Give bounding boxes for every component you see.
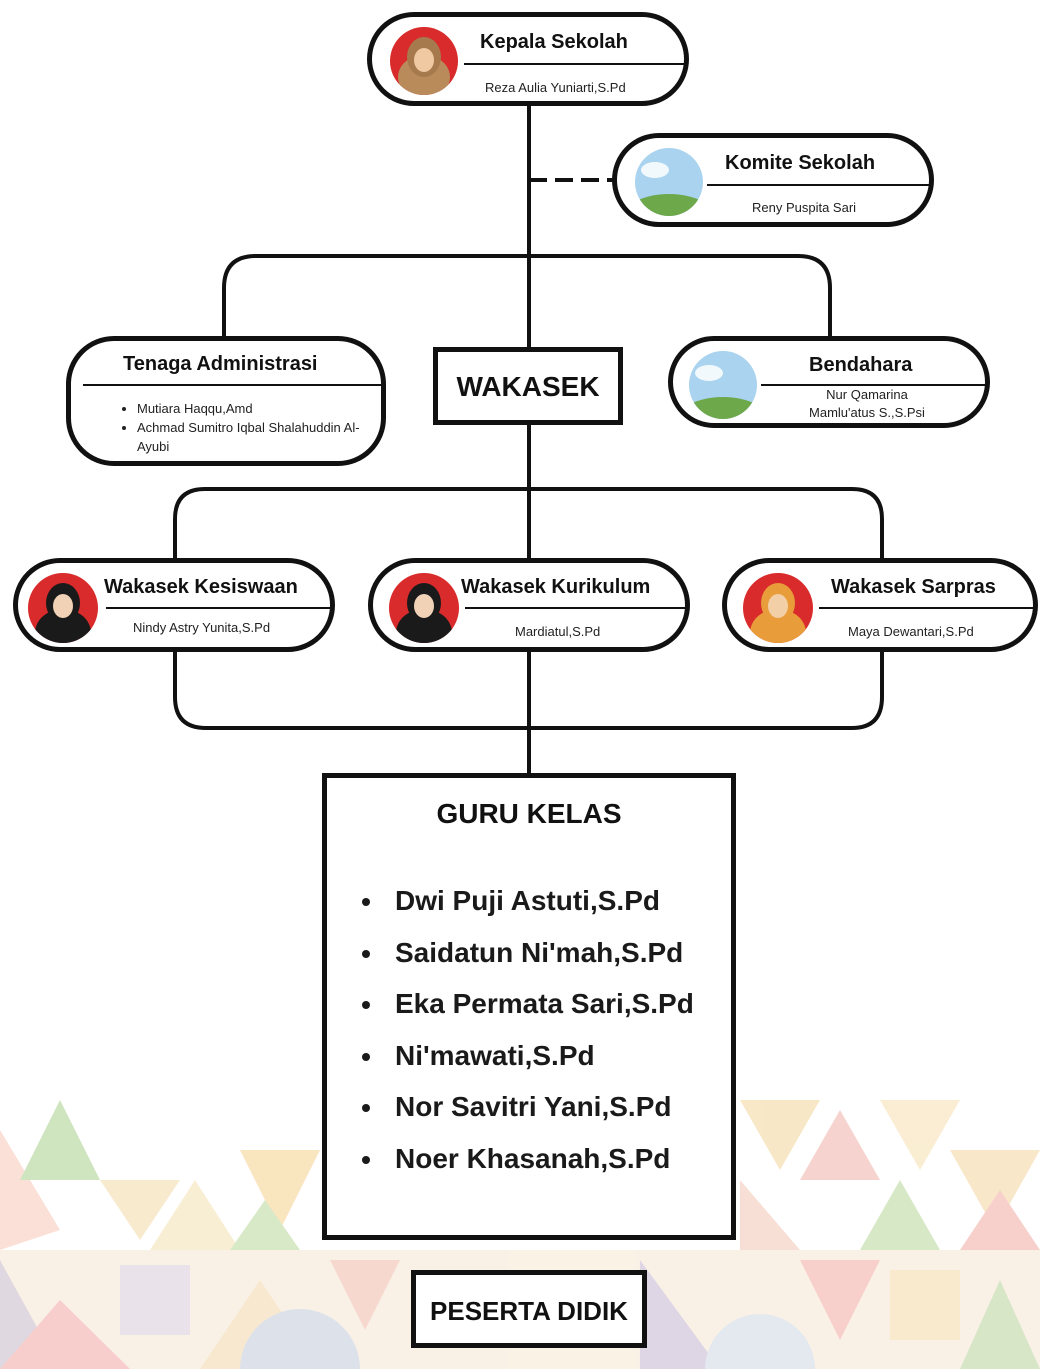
list-item: Achmad Sumitro Iqbal Shalahuddin Al-Ayub… [137,418,387,456]
bendahara-avatar [689,351,757,419]
admin-title: Tenaga Administrasi [123,353,318,375]
wakasek-title: WAKASEK [456,371,600,402]
komite-name: Reny Puspita Sari [752,200,857,215]
kesiswaan-divider [106,607,332,609]
kepala-avatar [390,27,458,95]
kurikulum-avatar [389,573,459,643]
bendahara-card: Bendahara Nur Qamarina Mamlu'atus S.,S.P… [668,336,990,428]
wakasek-box: WAKASEK [433,347,623,425]
kepala-title: Kepala Sekolah [480,31,628,53]
wakasek-kesiswaan-card: Wakasek Kesiswaan Nindy Astry Yunita,S.P… [13,558,335,652]
kurikulum-title: Wakasek Kurikulum [461,576,651,598]
kurikulum-divider [465,607,687,609]
kurikulum-name: Mardiatul,S.Pd [515,624,601,639]
sarpras-avatar [743,573,813,643]
kesiswaan-avatar [28,573,98,643]
admin-list: Mutiara Haqqu,Amd Achmad Sumitro Iqbal S… [119,399,387,456]
list-item: Saidatun Ni'mah,S.Pd [385,927,745,979]
person-hijab-tan-icon [390,27,458,95]
bendahara-name-line1: Nur Qamarina [826,387,908,402]
sarpras-title: Wakasek Sarpras [831,576,996,598]
peserta-didik-box: PESERTA DIDIK [411,1270,647,1348]
list-item: Ni'mawati,S.Pd [385,1030,745,1082]
landscape-placeholder-icon [689,351,757,419]
landscape-placeholder-icon [635,148,703,216]
guru-list: Dwi Puji Astuti,S.Pd Saidatun Ni'mah,S.P… [353,875,745,1184]
person-hijab-black-icon [389,573,459,643]
connector-upper-branch [222,254,832,336]
admin-divider [83,384,385,386]
guru-kelas-box: GURU KELAS Dwi Puji Astuti,S.Pd Saidatun… [322,773,736,1240]
tenaga-administrasi-card: Tenaga Administrasi Mutiara Haqqu,Amd Ac… [66,336,386,466]
wakasek-sarpras-card: Wakasek Sarpras Maya Dewantari,S.Pd [722,558,1038,652]
kepala-sekolah-card: Kepala Sekolah Reza Aulia Yuniarti,S.Pd [367,12,689,106]
kesiswaan-name: Nindy Astry Yunita,S.Pd [133,620,271,635]
list-item: Noer Khasanah,S.Pd [385,1133,745,1185]
komite-divider [707,184,929,186]
komite-sekolah-card: Komite Sekolah Reny Puspita Sari [612,133,934,227]
bendahara-name-line2: Mamlu'atus S.,S.Psi [809,405,925,420]
peserta-title: PESERTA DIDIK [430,1296,628,1326]
komite-title: Komite Sekolah [725,152,876,174]
sarpras-name: Maya Dewantari,S.Pd [848,624,974,639]
list-item: Nor Savitri Yani,S.Pd [385,1081,745,1133]
person-hijab-orange-icon [743,573,813,643]
komite-avatar [635,148,703,216]
kepala-name: Reza Aulia Yuniarti,S.Pd [485,80,626,95]
kesiswaan-title: Wakasek Kesiswaan [104,576,298,598]
sarpras-divider [819,607,1035,609]
bendahara-title: Bendahara [809,354,913,376]
list-item: Dwi Puji Astuti,S.Pd [385,875,745,927]
guru-title: GURU KELAS [436,798,622,829]
bendahara-divider [761,384,985,386]
person-hijab-black-icon [28,573,98,643]
list-item: Mutiara Haqqu,Amd [137,399,387,418]
kepala-divider [464,63,684,65]
list-item: Eka Permata Sari,S.Pd [385,978,745,1030]
connector-lower-branch-top [173,487,884,560]
wakasek-kurikulum-card: Wakasek Kurikulum Mardiatul,S.Pd [368,558,690,652]
